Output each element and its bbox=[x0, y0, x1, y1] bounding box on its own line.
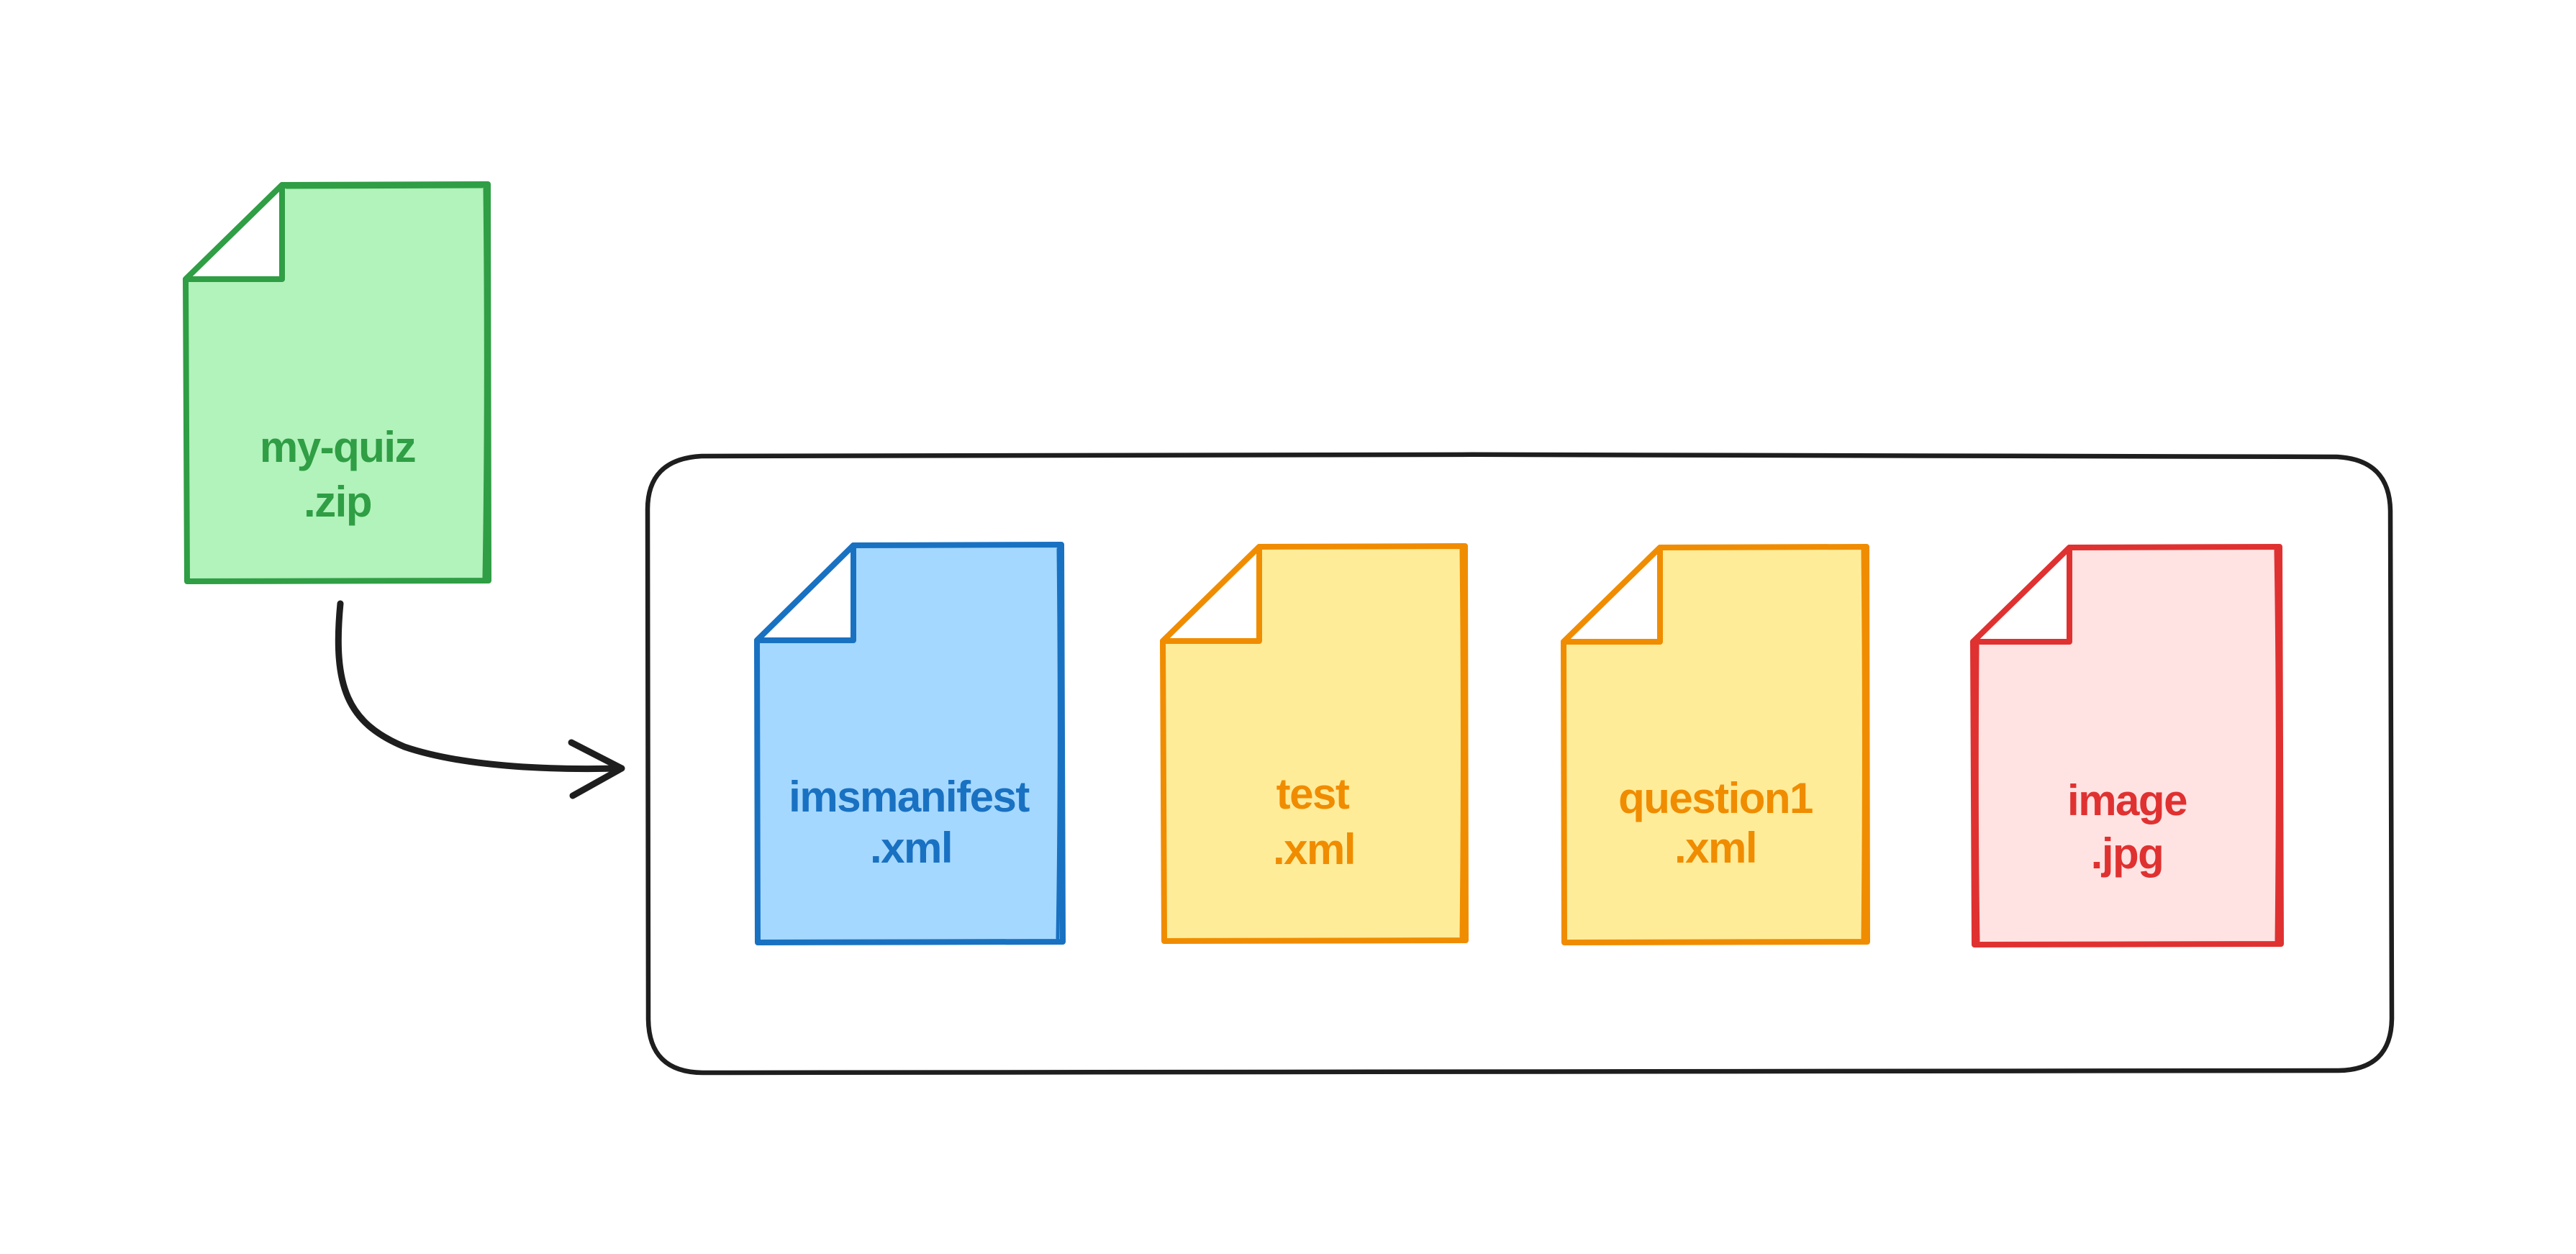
svg-text:.xml: .xml bbox=[1674, 824, 1756, 872]
svg-text:imsmanifest: imsmanifest bbox=[789, 773, 1030, 821]
svg-text:.jpg: .jpg bbox=[2091, 830, 2164, 878]
svg-text:.xml: .xml bbox=[1273, 825, 1355, 873]
svg-text:question1: question1 bbox=[1618, 774, 1813, 822]
svg-text:my-quiz: my-quiz bbox=[260, 423, 415, 471]
svg-text:image: image bbox=[2067, 776, 2187, 824]
svg-text:test: test bbox=[1276, 770, 1350, 818]
svg-text:.zip: .zip bbox=[304, 478, 371, 526]
svg-text:.xml: .xml bbox=[870, 824, 952, 872]
